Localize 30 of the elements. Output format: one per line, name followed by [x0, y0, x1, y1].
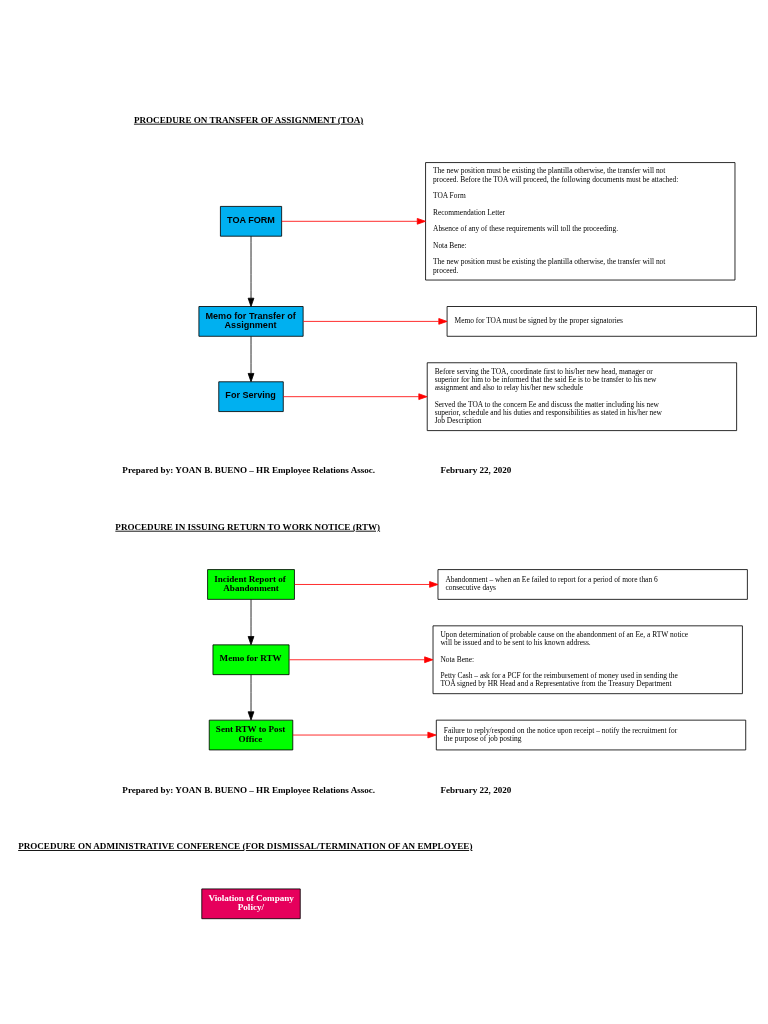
node-box: Failure to reply/respond on the notice upon receipt – notify the recruitment for the purpose of job posting	[435, 719, 747, 750]
node-box: The new position must be existing the plantilla otherwise, the transfer will not proceed. Before the TOA will proceed, the following documents must be attached: TOA Form Recommendation Letter Absence of any of these requirements will toll the proceeding. Nota Bene: The new position must be existing the plantilla otherwise, the transfer will not proceed.	[425, 161, 736, 280]
arrow	[247, 335, 255, 382]
arrow	[247, 598, 255, 645]
arrow	[292, 731, 437, 738]
label: Prepared by: YOAN B. BUENO – HR Employee Relations Assoc.	[122, 784, 376, 795]
node-box: Memo for TOA must be signed by the proper signatories	[446, 305, 757, 337]
node-box: Before serving the TOA, coordinate first to his/her new head, manager or superior for him to be informed that the said Ee is to be transfer to his new assignment and also to relay his/her new schedule Served the TOA to the concern Ee and discuss the matter including his new superior, schedule and his duties and responsibilities as stated in his/her new Job Description	[426, 361, 738, 431]
node-box: Memo for Transfer of Assignment	[198, 305, 304, 337]
label: PROCEDURE IN ISSUING RETURN TO WORK NOTICE (RTW)	[115, 521, 381, 532]
label: PROCEDURE ON TRANSFER OF ASSIGNMENT (TOA)	[133, 114, 364, 125]
arrow	[288, 655, 434, 663]
node-box: Abandonment – when an Ee failed to report for a period of more than 6 consecutive days	[437, 568, 748, 600]
node-box: Incident Report of Abandonment	[207, 568, 295, 600]
arrow	[247, 235, 255, 307]
arrow	[282, 392, 428, 400]
node-box: TOA FORM	[220, 205, 283, 237]
label: February 22, 2020	[440, 464, 512, 475]
node-box: For Serving	[218, 380, 284, 412]
node-box: Sent RTW to Post Office	[208, 719, 294, 750]
label: Prepared by: YOAN B. BUENO – HR Employee Relations Assoc.	[122, 464, 376, 475]
label: PROCEDURE ON ADMINISTRATIVE CONFERENCE (FOR DISMISSAL/TERMINATION OF AN EMPLOYEE)	[18, 840, 473, 851]
arrow	[303, 317, 448, 325]
arrow	[281, 217, 426, 225]
node-box: Memo for RTW	[212, 643, 290, 675]
label: February 22, 2020	[440, 784, 512, 795]
node-box: Upon determination of probable cause on the abandonment of an Ee, a RTW notice will be issued and to be sent to his known address. Nota Bene: Petty Cash – ask for a PCF for the reimbursement of money used in sending the TOA signed by HR Head and a Representative from the Treasury Department	[432, 624, 743, 694]
arrow	[247, 673, 255, 720]
node-box: Violation of Company Policy/	[201, 888, 301, 919]
arrow	[294, 580, 439, 588]
